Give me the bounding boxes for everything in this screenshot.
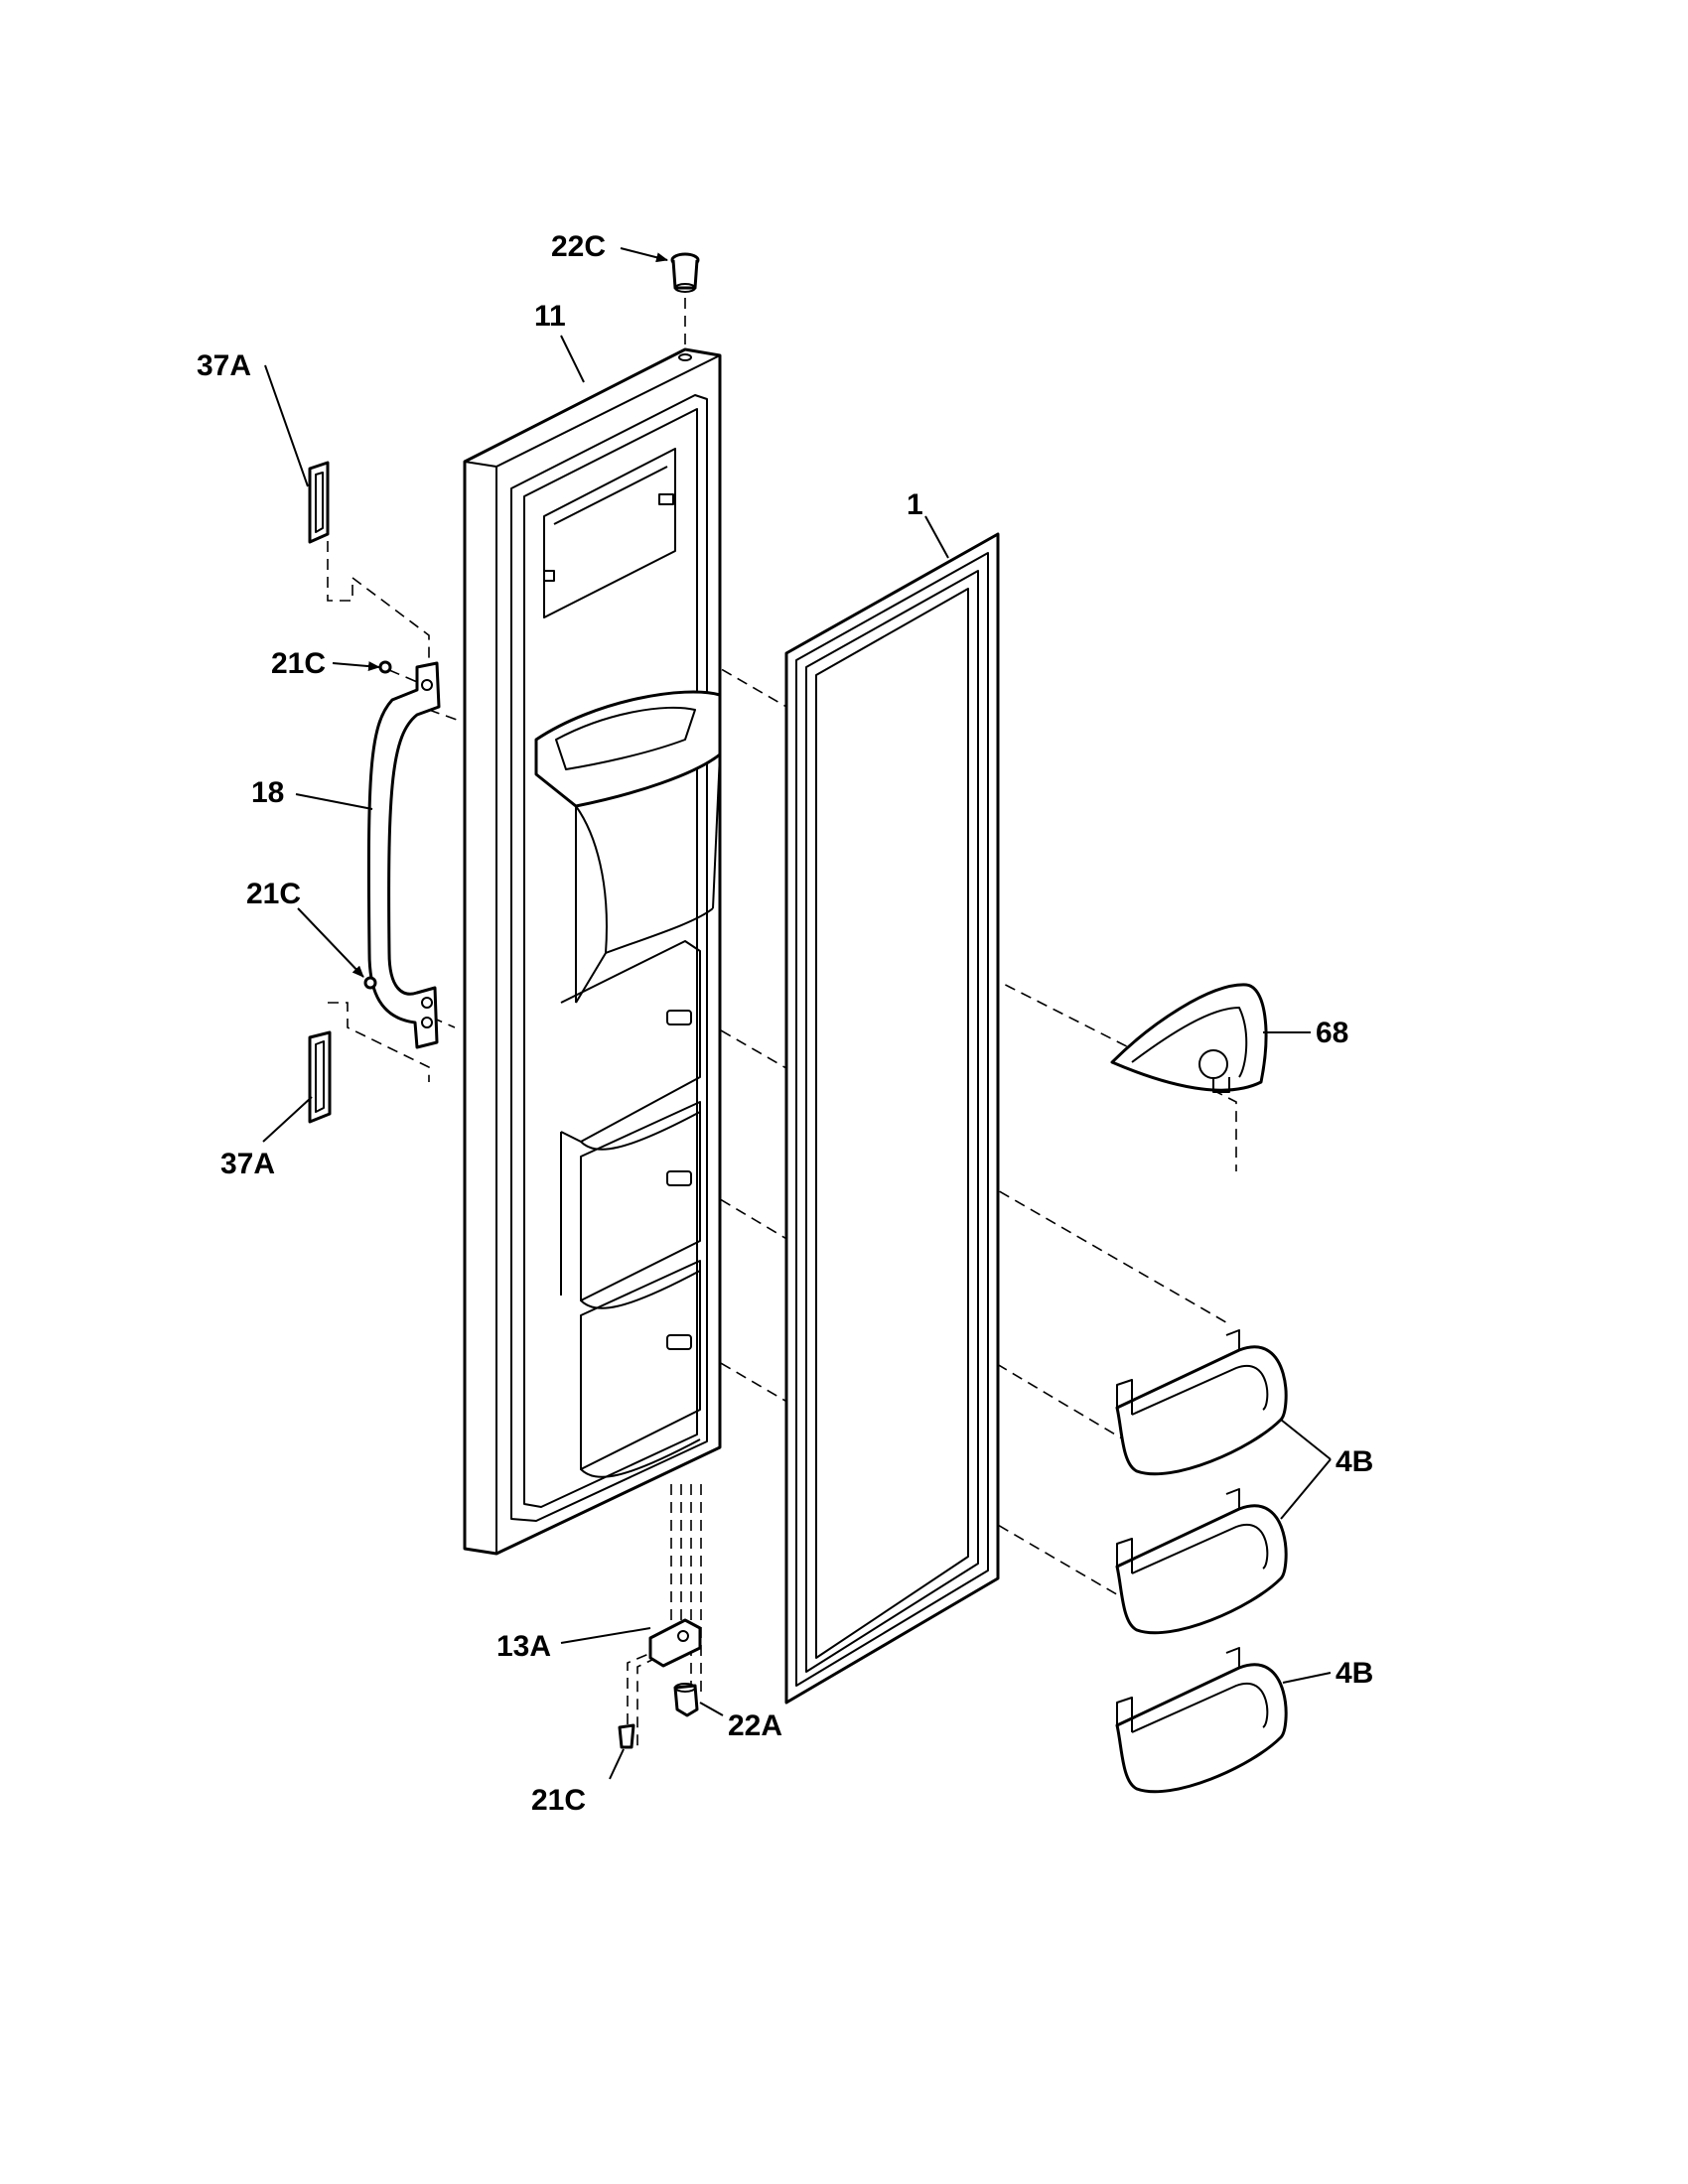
screw-21c-bottom xyxy=(618,1723,635,1749)
screw-21c-mid xyxy=(363,976,377,990)
callout-21c-top: 21C xyxy=(271,647,326,680)
screw-21c-top xyxy=(378,660,392,674)
callout-22a: 22A xyxy=(728,1709,782,1742)
handle-trim-top-37a xyxy=(308,461,330,544)
hinge-bushing-22a xyxy=(673,1683,699,1717)
bottom-hinge-13a xyxy=(648,1618,702,1668)
door-bin-4b-3 xyxy=(1115,1647,1288,1794)
callout-68: 68 xyxy=(1316,1017,1348,1049)
callout-leaders xyxy=(262,247,1332,1780)
dispenser-cup-68 xyxy=(1110,983,1268,1093)
handle-trim-bottom-37a xyxy=(308,1030,332,1124)
door-gasket xyxy=(784,532,1000,1705)
callout-21c-mid: 21C xyxy=(246,878,301,910)
callout-37a-top: 37A xyxy=(197,349,251,382)
callout-4b-top: 4B xyxy=(1336,1445,1373,1478)
callout-18: 18 xyxy=(251,776,284,809)
callout-1: 1 xyxy=(907,488,923,521)
door-assembly xyxy=(463,347,722,1556)
door-bin-4b-1 xyxy=(1115,1329,1288,1476)
callout-37a-bottom: 37A xyxy=(220,1148,275,1180)
callout-13a: 13A xyxy=(496,1630,551,1663)
callout-21c-bottom: 21C xyxy=(531,1784,586,1817)
top-hinge-bushing-22c xyxy=(670,252,700,293)
callout-11: 11 xyxy=(534,300,566,333)
door-handle-18 xyxy=(366,661,441,1049)
callout-4b-bottom: 4B xyxy=(1336,1657,1373,1690)
door-bin-4b-2 xyxy=(1115,1488,1288,1635)
callout-labels: 22C 11 37A 1 21C 18 21C 68 37A 4B 13A 4B… xyxy=(197,230,1373,1817)
callout-22c-top: 22C xyxy=(551,230,606,263)
